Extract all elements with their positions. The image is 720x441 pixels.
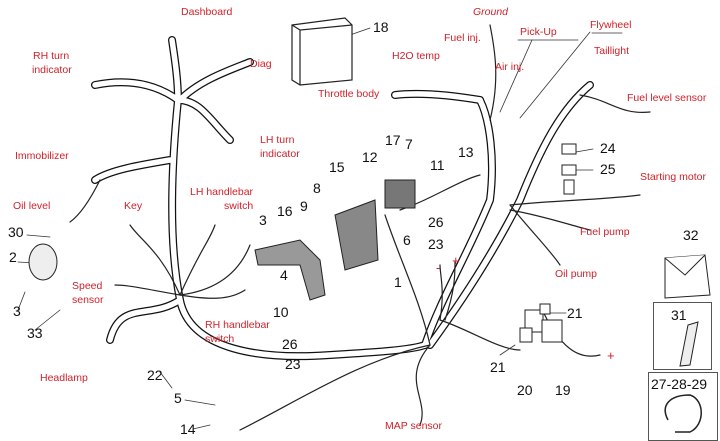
part-number: 21	[490, 359, 506, 375]
label-plus-1: +	[452, 253, 460, 268]
fuse-icons	[561, 143, 577, 195]
part-number: 13	[458, 144, 474, 160]
label-air-inj: Air inj.	[495, 61, 525, 73]
label-rh-turn-indicator-1: RH turn	[33, 50, 70, 62]
part-number: 24	[600, 140, 616, 156]
part-number: 33	[27, 325, 43, 341]
label-fuel-inj: Fuel inj.	[444, 32, 481, 44]
label-lh-turn-indicator-1: LH turn	[260, 134, 295, 146]
label-lh-handlebar-switch-1: LH handlebar	[190, 186, 254, 198]
part-number: 17	[385, 132, 401, 148]
label-pick-up: Pick-Up	[520, 26, 557, 38]
part-number: 1	[394, 274, 402, 290]
part-number: 25	[600, 161, 616, 177]
label-map-sensor: MAP sensor	[385, 420, 442, 432]
label-lh-turn-indicator-2: indicator	[260, 148, 300, 160]
label-headlamp: Headlamp	[40, 372, 88, 384]
part-number: 19	[555, 382, 571, 398]
part-number: 4	[280, 267, 288, 283]
relay-icons	[519, 303, 563, 343]
part-number: 23	[428, 236, 444, 252]
label-rh-turn-indicator-2: indicator	[32, 64, 72, 76]
strip-icon	[679, 321, 699, 367]
label-rh-handlebar-switch-1: RH handlebar	[205, 319, 270, 331]
part-number: 3	[13, 303, 21, 319]
ecu-icon	[334, 199, 379, 271]
label-speed-sensor-1: Speed	[72, 280, 103, 292]
part-number: 31	[671, 307, 687, 323]
label-minus: -	[436, 260, 441, 275]
label-ground: Ground	[473, 6, 509, 18]
part-number: 8	[313, 180, 321, 196]
part-number: 18	[373, 19, 389, 35]
part-number: 27-28-29	[651, 376, 708, 392]
part-number: 23	[285, 356, 301, 372]
label-throttle-body: Throttle body	[318, 88, 380, 100]
part-number: 12	[362, 149, 378, 165]
label-taillight: Taillight	[594, 45, 630, 57]
tool-kit-icon	[664, 254, 711, 299]
label-fuel-level-sensor: Fuel level sensor	[627, 92, 707, 104]
part-number: 26	[428, 214, 444, 230]
part-number: 16	[277, 203, 293, 219]
label-h2o-temp: H2O temp	[392, 50, 440, 62]
bracket-icon	[254, 239, 326, 301]
part-number: 15	[329, 159, 345, 175]
label-plus-2: +	[607, 348, 615, 363]
part-number: 30	[8, 224, 24, 240]
part-number: 2	[9, 249, 17, 265]
label-speed-sensor-2: sensor	[72, 294, 104, 306]
part-number: 22	[147, 367, 163, 383]
cable-tie-icon	[664, 394, 702, 433]
part-number: 21	[567, 305, 583, 321]
horn-icon	[28, 243, 58, 281]
branch-wires	[69, 24, 651, 431]
part-number: 9	[300, 198, 308, 214]
part-number: 3	[259, 212, 267, 228]
part-number: 26	[282, 336, 298, 352]
battery-icon	[291, 17, 353, 86]
part-number: 10	[273, 304, 289, 320]
label-rh-handlebar-switch-2: switch	[205, 333, 235, 345]
part-number: 14	[180, 421, 196, 437]
part-number: 7	[405, 136, 413, 152]
part-number: 6	[403, 232, 411, 248]
label-fuel-pump: Fuel pump	[580, 226, 630, 238]
part-number: 5	[174, 390, 182, 406]
label-lh-handlebar-switch-2: switch	[224, 200, 254, 212]
coil-icon	[384, 179, 416, 209]
label-oil-pump: Oil pump	[555, 268, 598, 280]
label-flywheel: Flywheel	[590, 19, 632, 31]
label-oil-level: Oil level	[13, 200, 51, 212]
label-starting-motor: Starting motor	[640, 171, 706, 183]
part-number: 20	[517, 382, 533, 398]
label-diag: Diag	[250, 58, 272, 70]
part-number: 11	[430, 157, 445, 173]
label-key: Key	[124, 200, 143, 212]
label-dashboard: Dashboard	[181, 6, 233, 18]
label-immobilizer: Immobilizer	[15, 150, 69, 162]
part-number: 32	[683, 227, 699, 243]
part-31-box	[653, 302, 712, 370]
